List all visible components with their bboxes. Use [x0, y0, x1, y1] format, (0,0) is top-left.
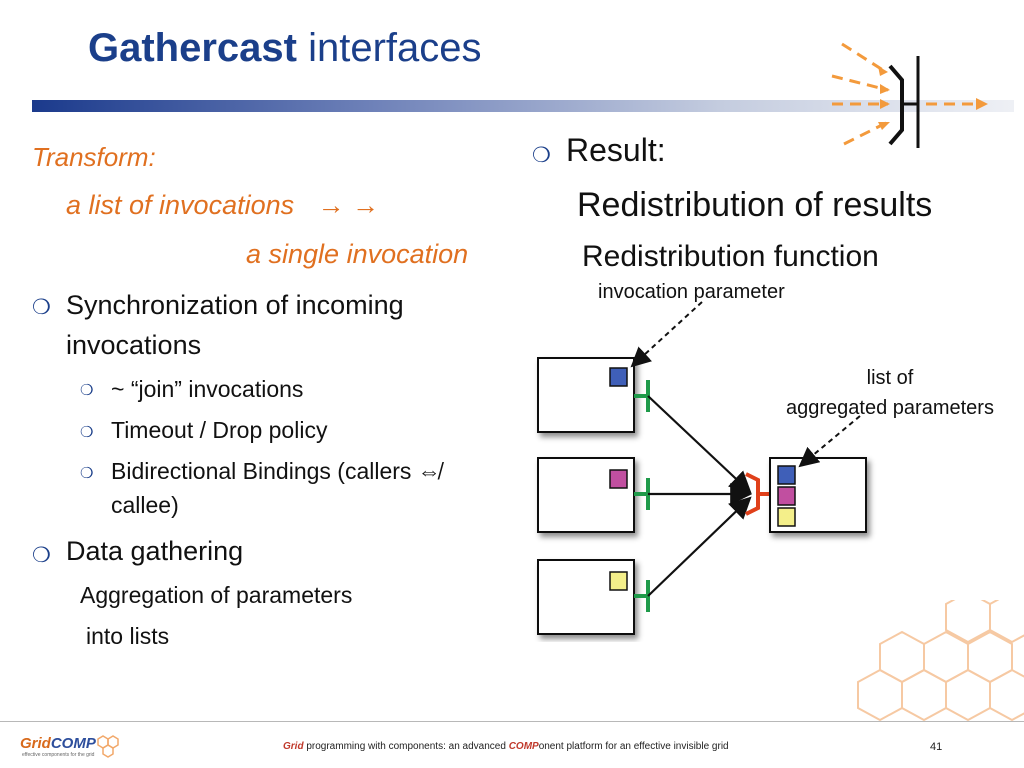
bullet-icon: ❍	[32, 296, 51, 319]
bullet-sync-line1: Synchronization of incoming	[66, 290, 404, 320]
aggregated-param-blue	[777, 465, 796, 485]
aggregated-param-yellow	[777, 507, 796, 527]
footer-text-post: onent platform for an effective invisibl…	[538, 741, 729, 752]
footer-tagline: Grid programming with components: an adv…	[283, 741, 729, 752]
footer-divider	[0, 721, 1024, 722]
sub-bullet-icon: ❍	[80, 424, 94, 441]
aggregated-param-magenta	[777, 486, 796, 506]
sub-bullet-icon: ❍	[80, 465, 94, 482]
logo-comp: COMP	[50, 735, 96, 752]
sub-bullet-join: ~ “join” invocations	[111, 376, 304, 402]
aggregated-parameters-label: aggregated parameters	[786, 397, 994, 419]
bullet-data-gathering: Data gathering	[66, 536, 244, 566]
list-of-label: list of	[867, 367, 914, 389]
title-underline-bar	[32, 100, 1014, 112]
param-yellow	[609, 571, 628, 591]
transform-label: Transform:	[32, 142, 156, 172]
sub-bullet-timeout: Timeout / Drop policy	[111, 417, 328, 443]
title-rest: interfaces	[296, 26, 482, 70]
hexagon-decoration	[857, 600, 1024, 721]
invocation-parameter-label: invocation parameter	[598, 281, 785, 303]
logo-hexagon-icon	[97, 735, 119, 758]
gathercast-diagram: invocation parameter list of aggregated …	[537, 281, 994, 635]
redistribution-of-results: Redistribution of results	[577, 186, 933, 224]
sub-bullet-icon: ❍	[80, 382, 94, 399]
sub-bullet-bidirectional-line1: Bidirectional Bindings (callers ⇎	[111, 458, 441, 484]
caller-component-3	[537, 559, 635, 635]
bullet-icon: ❍	[532, 144, 551, 167]
logo-grid: Grid	[20, 735, 51, 752]
aggregation-line2: into lists	[86, 623, 170, 649]
transform-line1: a list of invocations → →	[66, 190, 379, 221]
sub-bullet-bidirectional-line2: callee)	[111, 492, 179, 518]
gridcomp-logo: GridCOMP	[20, 735, 96, 752]
gathercast-icon	[831, 42, 988, 148]
title-bold: Gathercast	[88, 26, 297, 70]
param-blue	[609, 367, 628, 387]
footer-accent-comp: COMP	[508, 741, 539, 752]
result-label: Result:	[566, 132, 666, 168]
page-title: Gathercast interfaces	[88, 26, 482, 71]
footer-text-mid: programming with components: an advanced	[303, 741, 509, 752]
page-number: 41	[930, 741, 943, 753]
caller-component-2	[537, 457, 635, 533]
transform-line2: a single invocation	[246, 239, 469, 269]
transform-arrows: → →	[317, 190, 380, 220]
transform-line1-text: a list of invocations	[66, 190, 295, 220]
param-magenta	[609, 469, 628, 489]
aggregation-line1: Aggregation of parameters	[80, 582, 353, 608]
redistribution-function: Redistribution function	[582, 240, 879, 273]
bullet-sync-line2: invocations	[66, 330, 202, 360]
bullet-icon: ❍	[32, 544, 51, 567]
footer-accent-grid: Grid	[283, 741, 304, 752]
logo-subtitle: effective components for the grid	[22, 752, 95, 758]
